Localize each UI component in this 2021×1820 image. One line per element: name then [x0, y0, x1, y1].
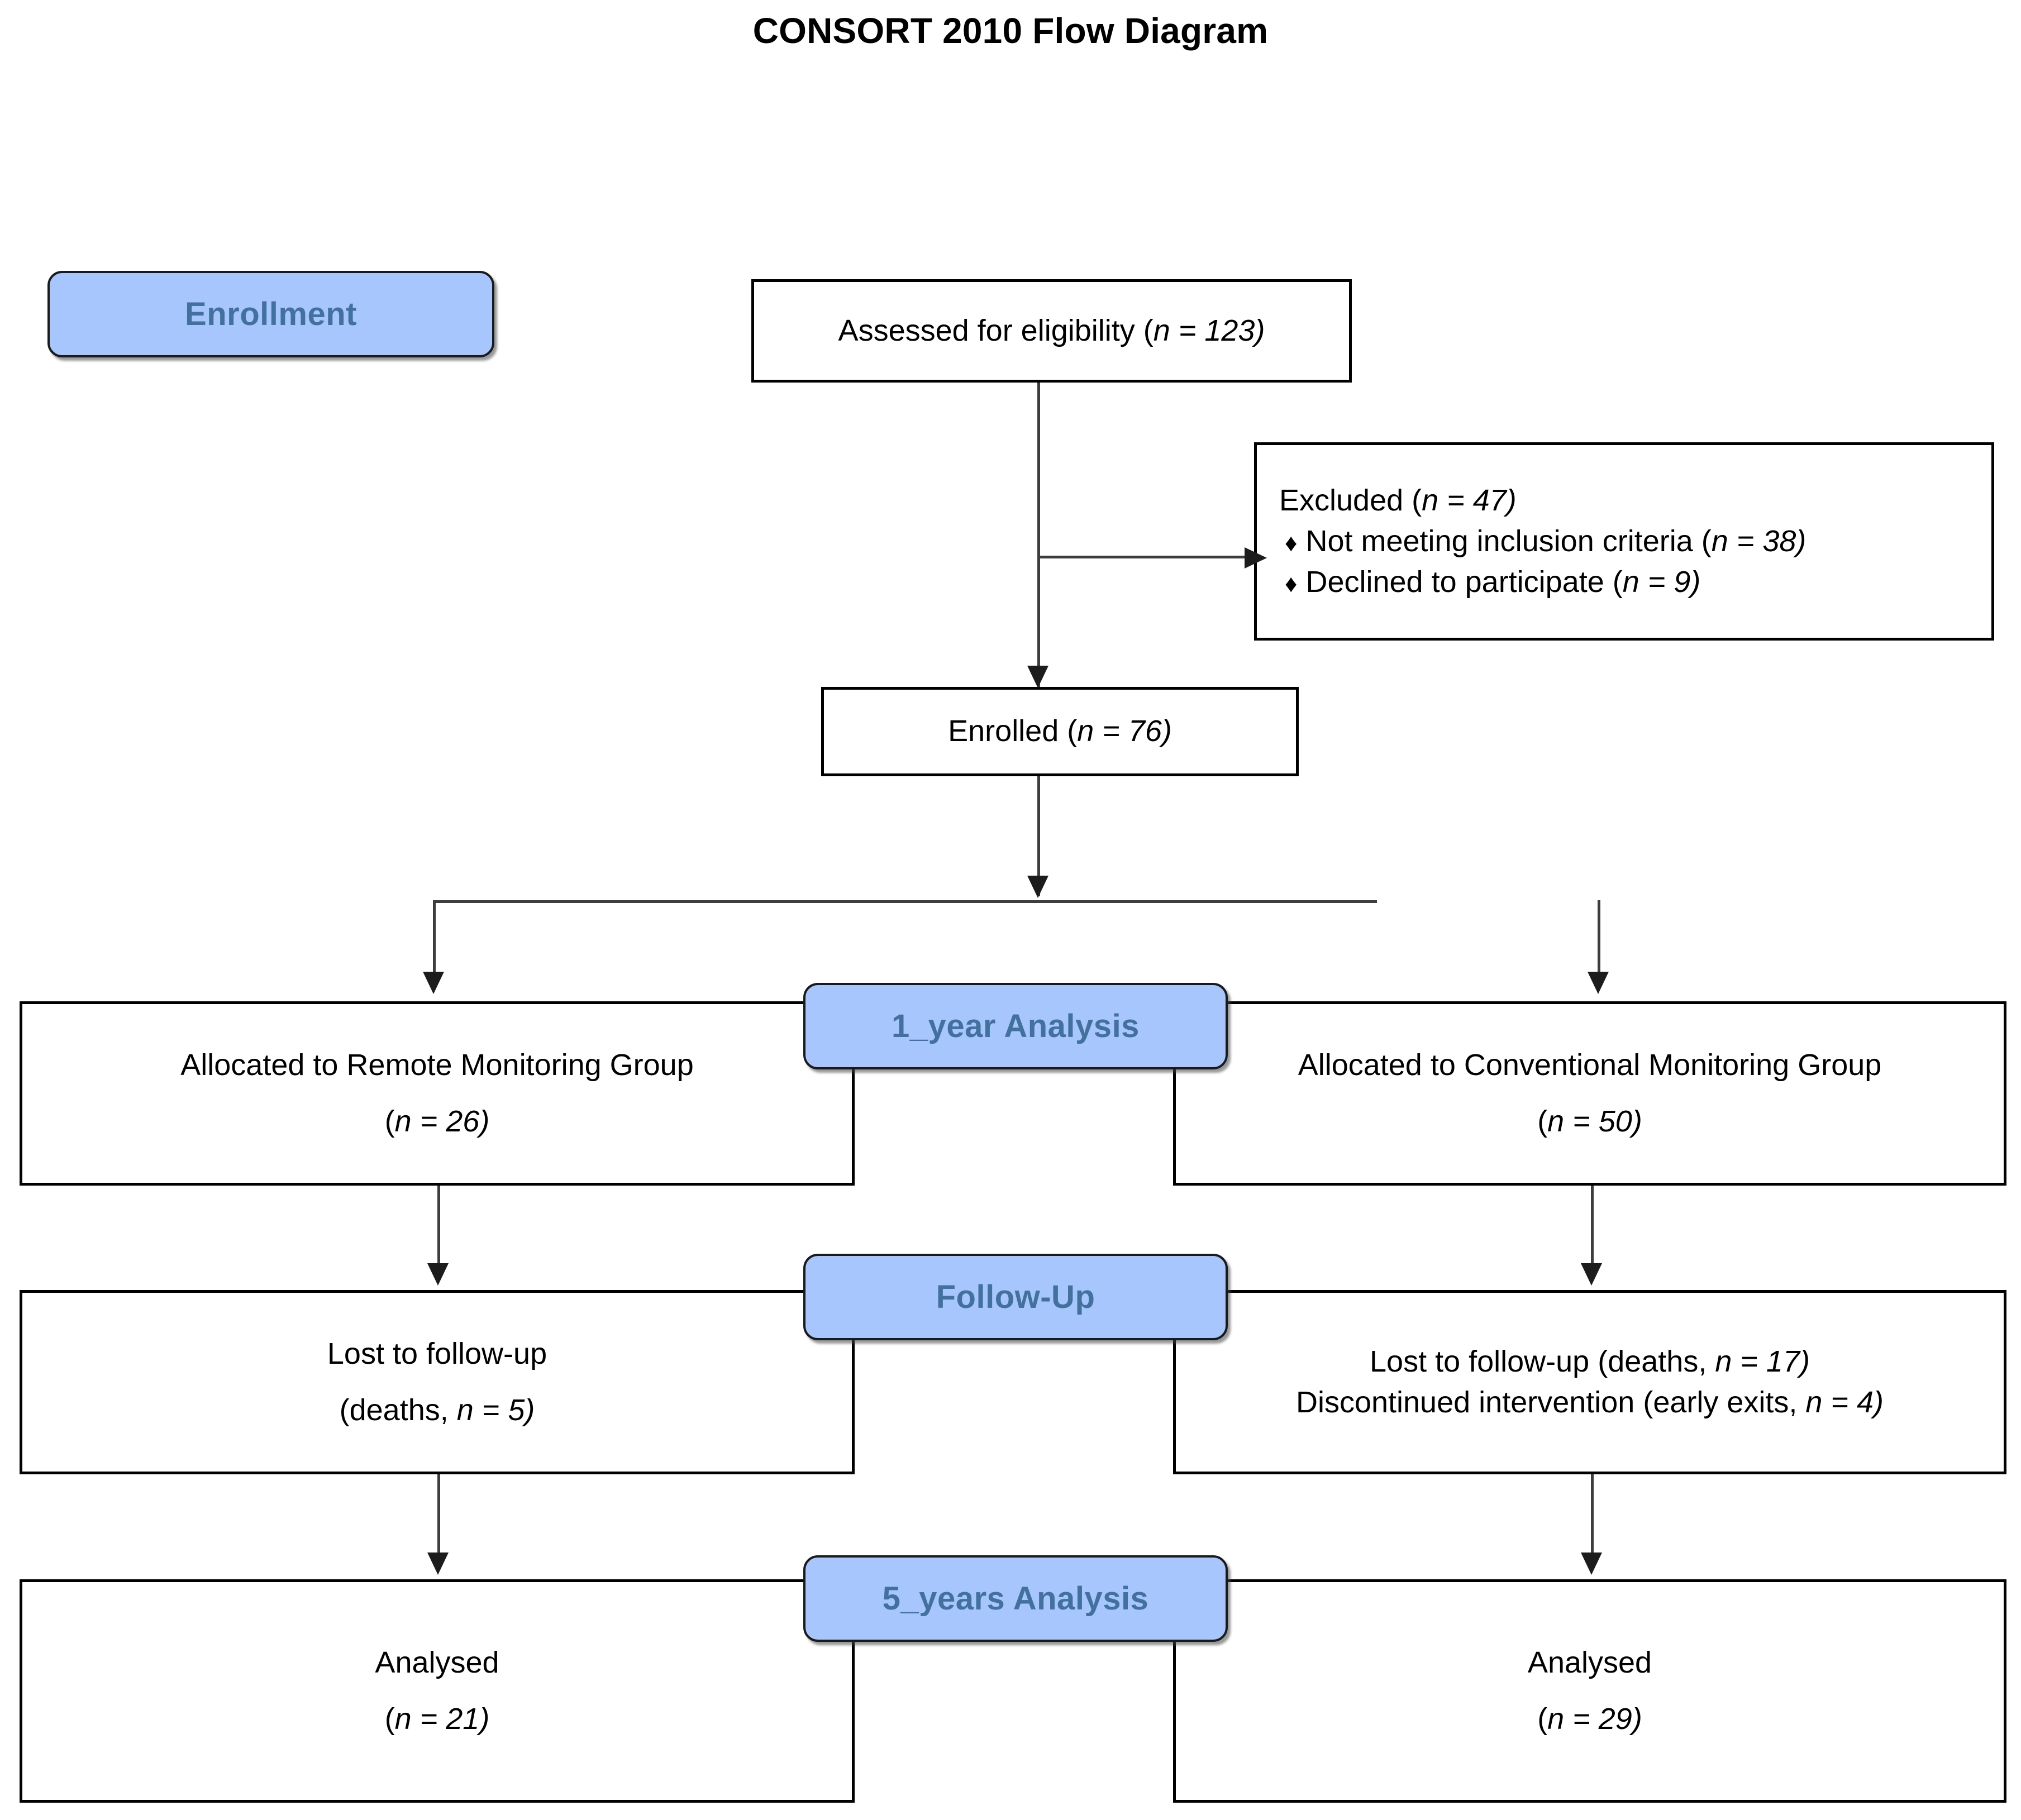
follow-right-line2-value: = 4)	[1822, 1386, 1884, 1419]
arrow-to-alloc-right-icon	[1588, 972, 1609, 994]
assessed-n-symbol: n	[1153, 313, 1170, 347]
excluded-item-1-n: n	[1622, 565, 1639, 599]
arrow-to-analysed-right-icon	[1581, 1553, 1602, 1575]
connector-followup-right-to-analysed	[1591, 1474, 1594, 1561]
stage-badge-five-years-analysis[interactable]: 5_years Analysis	[803, 1555, 1228, 1642]
excluded-heading: Excluded (n = 47)	[1279, 483, 1517, 517]
node-analysed-conventional: Analysed (n = 29)	[1173, 1579, 2006, 1803]
connector-split-right	[1598, 900, 1600, 978]
alloc-right-line1: Allocated to Conventional Monitoring Gro…	[1298, 1048, 1882, 1082]
node-allocated-conventional-monitoring: Allocated to Conventional Monitoring Gro…	[1173, 1001, 2006, 1186]
alloc-left-value: = 26)	[411, 1105, 490, 1138]
connector-alloc-right-to-followup	[1591, 1186, 1594, 1272]
alloc-right-value: = 50)	[1564, 1105, 1642, 1138]
follow-right-line2: Discontinued intervention (early exits, …	[1295, 1386, 1884, 1419]
excluded-item-1: ♦ Declined to participate (n = 9)	[1279, 565, 1991, 599]
excluded-heading-n: n	[1422, 483, 1439, 517]
assessed-n-value: = 123)	[1170, 313, 1265, 347]
stage-badge-enrollment-label: Enrollment	[185, 296, 357, 332]
excluded-item-0-n: n	[1711, 524, 1728, 558]
analysed-left-n: n	[394, 1702, 412, 1736]
analysed-right-n: n	[1547, 1702, 1565, 1736]
excluded-item-0-text: Not meeting inclusion criteria (n = 38)	[1305, 524, 1806, 558]
stage-badge-follow-up[interactable]: Follow-Up	[803, 1254, 1228, 1340]
excluded-heading-value: = 47)	[1438, 483, 1517, 517]
enrolled-n-value: = 76)	[1094, 714, 1172, 748]
assessed-text: Assessed for eligibility (n = 123)	[838, 313, 1265, 347]
enrolled-n-symbol: n	[1077, 714, 1094, 748]
arrow-to-excluded-icon	[1245, 547, 1267, 569]
connector-split-left	[433, 900, 436, 978]
stage-badge-one-year-analysis-label: 1_year Analysis	[892, 1008, 1140, 1044]
diamond-bullet-icon: ♦	[1285, 529, 1298, 557]
stage-badge-enrollment[interactable]: Enrollment	[47, 271, 494, 357]
connector-enrolled-down	[1037, 776, 1040, 896]
enrolled-text: Enrolled (n = 76)	[948, 714, 1172, 748]
follow-left-line1: Lost to follow-up	[327, 1336, 547, 1370]
excluded-item-0-value: = 38)	[1728, 524, 1806, 558]
analysed-left-value: = 21)	[411, 1702, 490, 1736]
node-analysed-remote: Analysed (n = 21)	[20, 1579, 855, 1803]
alloc-left-n: n	[394, 1105, 412, 1138]
alloc-left-line1: Allocated to Remote Monitoring Group	[180, 1048, 694, 1082]
node-allocated-remote-monitoring: Allocated to Remote Monitoring Group (n …	[20, 1001, 855, 1186]
analysed-right-line1: Analysed	[1527, 1645, 1652, 1679]
follow-right-line1: Lost to follow-up (deaths, n = 17)	[1370, 1344, 1810, 1378]
stage-badge-one-year-analysis[interactable]: 1_year Analysis	[803, 983, 1228, 1069]
follow-right-line1-value: = 17)	[1732, 1344, 1810, 1378]
arrow-to-followup-right-icon	[1581, 1263, 1602, 1286]
connector-assessed-trunk	[1037, 383, 1040, 687]
connector-alloc-left-to-followup	[437, 1186, 440, 1272]
alloc-right-line2: (n = 50)	[1537, 1105, 1642, 1138]
excluded-item-0: ♦ Not meeting inclusion criteria (n = 38…	[1279, 526, 1991, 557]
analysed-left-line1: Analysed	[375, 1645, 499, 1679]
alloc-right-n: n	[1547, 1105, 1565, 1138]
follow-left-value: = 5)	[473, 1393, 535, 1427]
follow-right-line2-n: n	[1805, 1386, 1823, 1419]
follow-right-line1-n: n	[1715, 1344, 1732, 1378]
node-excluded: Excluded (n = 47) ♦ Not meeting inclusio…	[1254, 442, 1994, 641]
arrow-to-alloc-left-icon	[423, 972, 444, 994]
follow-left-n: n	[456, 1393, 474, 1427]
alloc-left-line2: (n = 26)	[384, 1105, 490, 1138]
connector-to-excluded	[1037, 556, 1247, 558]
node-lost-followup-remote: Lost to follow-up (deaths, n = 5)	[20, 1290, 855, 1474]
connector-split-bar	[433, 900, 1377, 903]
excluded-item-1-text: Declined to participate (n = 9)	[1305, 565, 1701, 599]
excluded-item-1-value: = 9)	[1639, 565, 1701, 599]
connector-followup-left-to-analysed	[437, 1474, 440, 1561]
diamond-bullet-icon: ♦	[1285, 570, 1298, 598]
arrow-to-analysed-left-icon	[427, 1553, 449, 1575]
arrow-fork-center-icon	[1027, 876, 1048, 898]
node-lost-followup-conventional: Lost to follow-up (deaths, n = 17) Disco…	[1173, 1290, 2006, 1474]
page-title: CONSORT 2010 Flow Diagram	[752, 11, 1269, 51]
analysed-left-line2: (n = 21)	[384, 1702, 490, 1736]
follow-left-line2: (deaths, n = 5)	[339, 1393, 535, 1427]
analysed-right-line2: (n = 29)	[1537, 1702, 1642, 1736]
stage-badge-five-years-analysis-label: 5_years Analysis	[882, 1580, 1149, 1617]
stage-badge-follow-up-label: Follow-Up	[936, 1279, 1095, 1315]
analysed-right-value: = 29)	[1564, 1702, 1642, 1736]
node-enrolled: Enrolled (n = 76)	[821, 687, 1299, 776]
arrow-to-enrolled-icon	[1027, 666, 1048, 688]
node-assessed-for-eligibility: Assessed for eligibility (n = 123)	[751, 279, 1352, 383]
arrow-to-followup-left-icon	[427, 1263, 449, 1286]
